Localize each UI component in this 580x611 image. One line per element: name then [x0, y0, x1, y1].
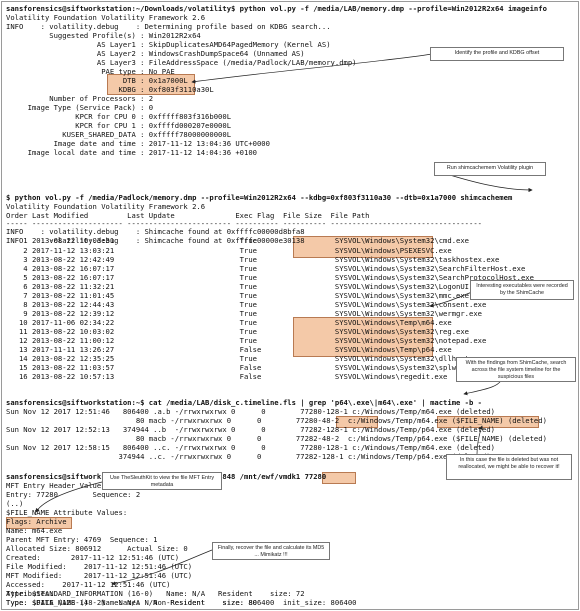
terminal-output: sansforensics@siftworkstation:~/Download… — [6, 4, 576, 608]
output-line: MFT Modified: 2017-11-12 12:51:46 (UTC) — [6, 571, 193, 580]
output-line: Volatility Foundation Volatility Framewo… — [6, 202, 206, 211]
output-line: INFO : volatility.debug : Shimcache foun… — [6, 227, 305, 236]
output-line: Type: $FILE_NAME (48-2) Name: N/A Reside… — [6, 598, 257, 607]
output-line: Number of Processors : 2 — [6, 94, 154, 103]
output-line: Flags: Archive — [6, 517, 67, 526]
output-line: KUSER_SHARED_DATA : 0xfffff78000000000L — [6, 130, 232, 139]
output-line: AS Layer2 : WindowsCrashDumpSpace64 (Unn… — [6, 49, 305, 58]
timeline-row: Sun Nov 12 2017 12:51:46 806400 .a.b -/r… — [6, 407, 495, 416]
output-line: Accessed: 2017-11-12 12:51:46 (UTC) — [6, 580, 171, 589]
shimcache-row: 7 2013-08-22 11:01:45 True SYSVOL\Window… — [6, 291, 470, 300]
timeline-row: Sun Nov 12 2017 12:52:13 374944 ..b -/rr… — [6, 425, 495, 434]
callout-identify-profile: Identify the profile and KDBG offset — [430, 47, 564, 61]
filename-deleted-highlight — [437, 416, 539, 428]
output-line: Type: $DATA (128-1) Name: N/A Non-Reside… — [6, 598, 357, 607]
shimcache-command: $ python vol.py -f /media/Padlock/memory… — [6, 193, 513, 202]
shimcache-row: 12 2013-08-22 11:00:12 True SYSVOL\Windo… — [6, 336, 487, 345]
shimcache-row: 14 2013-08-22 12:35:25 True SYSVOL\Windo… — [6, 354, 487, 363]
cmd-psexesvc-highlight — [293, 236, 433, 258]
callout-search-timeline: With the findings from ShimCache, search… — [456, 357, 576, 382]
output-line: Entry: 77280 Sequence: 2 — [6, 490, 141, 499]
name-line: Name: m64.exe — [6, 526, 63, 535]
output-line: Attributes: — [6, 589, 54, 598]
m64-reg-notepad-p64-highlight — [293, 317, 433, 357]
timeline-row: 374944 ..c. -/rrwxrwxrwx 0 0 77282-128-1… — [6, 452, 491, 461]
timeline-row: 80 macb -/rrwxrwxrwx 0 0 77282-48-2 c:/W… — [6, 434, 547, 443]
output-line: INFO : volatility.debug : Shimcache foun… — [6, 236, 305, 245]
output-line: Allocated Size: 806912 Actual Size: 0 — [6, 544, 188, 553]
shimcache-row: 3 2013-08-22 12:42:49 True SYSVOL\Window… — [6, 255, 500, 264]
shimcache-row: 15 2013-08-22 11:03:57 False SYSVOL\Wind… — [6, 363, 491, 372]
timeline-row: 80 macb -/rrwxrwxrwx 0 0 77280-48-2 c:/W… — [6, 416, 547, 425]
output-line: Image date and time : 2017-11-12 13:04:3… — [6, 139, 270, 148]
shimcache-row: 10 2017-11-06 02:34:22 True SYSVOL\Windo… — [6, 318, 452, 327]
output-line: KPCR for CPU 1 : 0xffffd000207e0000L — [6, 121, 232, 130]
shimcache-row: 13 2017-11-11 13:26:27 False SYSVOL\Wind… — [6, 345, 452, 354]
output-line: Volatility Foundation Volatility Framewo… — [6, 13, 206, 22]
table-separator: ----- --------------------- ------------… — [6, 219, 482, 228]
output-line: $FILE_NAME Attribute Values: — [6, 508, 128, 517]
shimcache-row: 2 2017-11-12 13:03:21 True SYSVOL\Window… — [6, 246, 452, 255]
shimcache-row: 16 2013-08-22 10:57:13 False SYSVOL\Wind… — [6, 372, 448, 381]
output-line: MFT Entry Header Values: — [6, 481, 110, 490]
shimcache-row: 4 2013-08-22 16:07:17 True SYSVOL\Window… — [6, 264, 526, 273]
output-line: INFO : volatility.debug : Determining pr… — [6, 22, 331, 31]
mft-entry-highlight — [336, 416, 378, 428]
output-line: AS Layer1 : SkipDuplicatesAMD64PagedMemo… — [6, 40, 331, 49]
output-line: Image local date and time : 2017-11-12 1… — [6, 148, 257, 157]
name-m64-highlight — [6, 517, 72, 529]
output-line: Image Type (Service Pack) : 0 — [6, 103, 154, 112]
output-line: KPCR for CPU 0 : 0xfffff803f316b000L — [6, 112, 232, 121]
shimcache-row: 8 2013-08-22 12:44:43 True SYSVOL\Window… — [6, 300, 487, 309]
output-line: File Modified: 2017-11-12 12:51:46 (UTC) — [6, 562, 193, 571]
output-line: Type: $STANDARD_INFORMATION (16-0) Name:… — [6, 589, 305, 598]
dtb-kdbg-highlight — [107, 74, 195, 95]
mactime-command: sansforensics@siftworkstation:~$ cat /me… — [6, 398, 482, 407]
istat-entry-highlight — [322, 472, 356, 484]
callout-run-shimcache: Run shimcachemem Volatility plugin — [434, 162, 546, 176]
output-line: Parent MFT Entry: 4769 Sequence: 1 — [6, 535, 158, 544]
output-line: (..) — [6, 499, 24, 508]
shimcache-row: 1 2013-08-22 10:03:31 True SYSVOL\Window… — [6, 236, 470, 245]
output-line: AS Layer3 : FileAddressSpace (/media/Pad… — [6, 58, 357, 67]
shimcache-row: 6 2013-08-22 11:32:21 True SYSVOL\Window… — [6, 282, 487, 291]
table-header: Order Last Modified Last Update Exec Fla… — [6, 211, 370, 220]
callout-view-mft: Use TheSleuthKit to view the file MFT En… — [102, 472, 222, 490]
callout-recover-md5: Finally, recover the file and calculate … — [212, 542, 330, 560]
callout-deleted-file: In this case the file is deleted but was… — [446, 454, 572, 480]
timeline-row: Sun Nov 12 2017 12:58:15 806400 ..c. -/r… — [6, 443, 495, 452]
output-line: Suggested Profile(s) : Win2012R2x64 — [6, 31, 201, 40]
dtb-line: DTB : 0x1a7000L — [6, 76, 188, 85]
imageinfo-command: sansforensics@siftworkstation:~/Download… — [6, 4, 547, 13]
output-line: Created: 2017-11-12 12:51:46 (UTC) — [6, 553, 180, 562]
output-line: PAE type : No PAE — [6, 67, 175, 76]
shimcache-row: 5 2013-08-22 16:07:17 True SYSVOL\Window… — [6, 273, 534, 282]
kdbg-line: KDBG : 0xf803f3110a30L — [6, 85, 214, 94]
callout-interesting-executables: Interesting executables were recorded by… — [470, 280, 574, 300]
shimcache-row: 9 2013-08-22 12:39:12 True SYSVOL\Window… — [6, 309, 482, 318]
shimcache-row: 11 2013-08-22 10:03:02 True SYSVOL\Windo… — [6, 327, 470, 336]
